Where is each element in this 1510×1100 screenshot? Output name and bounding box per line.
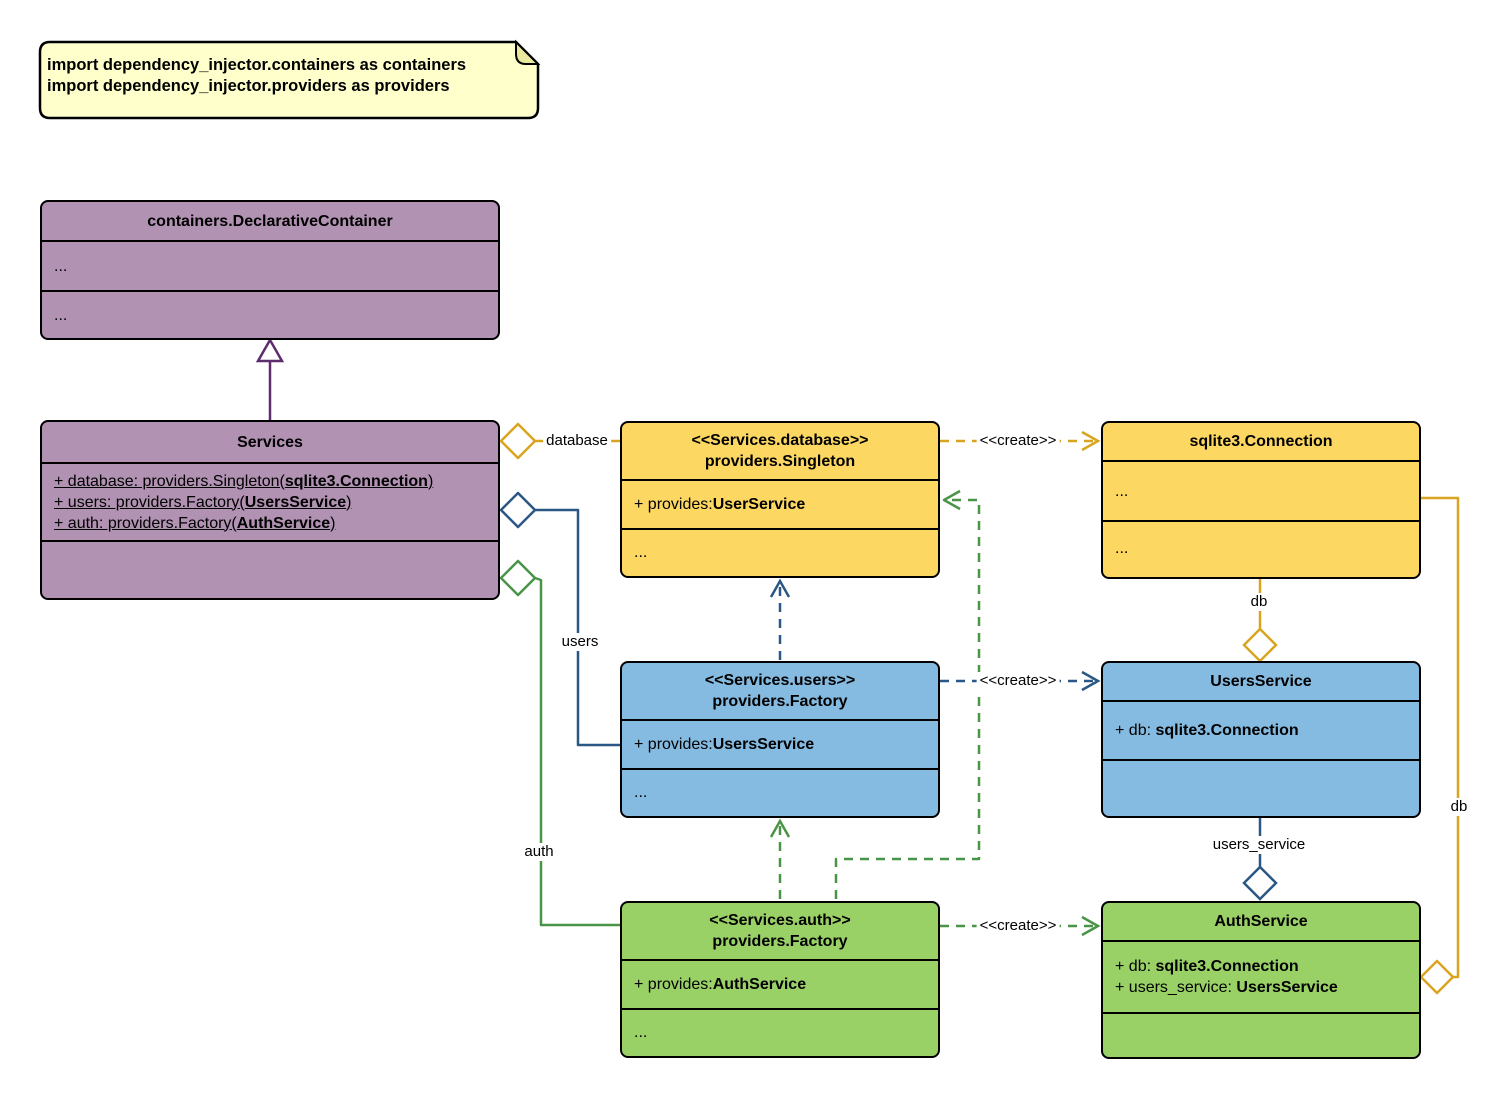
open-arrowhead-icon [1081, 670, 1101, 692]
attribute-users-service: + users_service: UsersService [1115, 979, 1338, 996]
label-create-users: <<create>> [976, 672, 1060, 690]
provides-attribute: + provides: UserService [622, 479, 938, 528]
aggregation-db-authservice [1419, 496, 1460, 995]
attribute-auth: + auth: providers.Factory(AuthService) [54, 514, 336, 532]
attribute-users: + users: providers.Factory(UsersService) [54, 493, 352, 511]
dependency-arrow-auth-factory-singleton [834, 489, 981, 899]
create-arrow-factory-authservice [940, 915, 1101, 937]
aggregation-diamond-icon [1242, 627, 1278, 663]
attribute-database: + database: providers.Singleton(sqlite3.… [54, 472, 434, 490]
create-arrow-singleton-sqlite [940, 430, 1101, 452]
class-title: containers.DeclarativeContainer [147, 212, 393, 230]
class-name: providers.Factory [712, 933, 848, 950]
dependency-arrow-users-factory-singleton [769, 578, 791, 660]
class-usersservice: UsersService + db: sqlite3.Connection [1101, 661, 1421, 818]
class-attributes: + db: sqlite3.Connection [1103, 700, 1419, 759]
class-name: providers.Singleton [704, 453, 856, 470]
class-section: ... [42, 240, 498, 290]
class-section: ... [622, 768, 938, 814]
class-title: AuthService [1214, 913, 1308, 930]
class-title: sqlite3.Connection [1189, 433, 1333, 450]
class-title: Services [237, 433, 303, 451]
open-arrowhead-icon [1081, 915, 1101, 937]
label-users: users [558, 633, 602, 651]
dependency-arrow-auth-factory-users-factory [769, 818, 791, 899]
stereotype: <<Services.database>> [691, 432, 869, 449]
class-attributes: + db: sqlite3.Connection + users_service… [1103, 940, 1419, 1012]
label-auth: auth [521, 843, 557, 861]
class-section: ... [622, 528, 938, 574]
provider-factory-users: <<Services.users>> providers.Factory + p… [620, 661, 940, 818]
class-attributes: + database: providers.Singleton(sqlite3.… [42, 462, 498, 540]
class-section-empty [1103, 759, 1419, 814]
class-authservice: AuthService + db: sqlite3.Connection + u… [1101, 901, 1421, 1059]
class-section: ... [1103, 460, 1419, 520]
open-arrowhead-icon [942, 489, 961, 511]
aggregation-auth [499, 559, 620, 927]
label-users-service: users_service [1209, 836, 1309, 854]
provider-singleton-database: <<Services.database>> providers.Singleto… [620, 421, 940, 578]
class-title: <<Services.database>> providers.Singleto… [622, 423, 938, 479]
stereotype: <<Services.users>> [704, 672, 856, 689]
open-arrowhead-icon [769, 818, 791, 838]
inheritance-triangle-icon [255, 337, 285, 363]
inheritance-arrow-services-declarativecontainer [255, 337, 285, 420]
aggregation-diamond-icon [1419, 959, 1455, 995]
provides-attribute: + provides: AuthService [622, 959, 938, 1008]
class-section: ... [42, 290, 498, 338]
aggregation-users-service-authservice [1242, 818, 1278, 901]
aggregation-diamond-icon [499, 422, 537, 460]
label-create-auth: <<create>> [976, 917, 1060, 935]
aggregation-diamond-icon [1242, 865, 1278, 901]
create-arrow-factory-usersservice [940, 670, 1101, 692]
class-name: providers.Factory [712, 693, 848, 710]
attribute-db: + db: sqlite3.Connection [1115, 958, 1299, 975]
label-database: database [543, 432, 611, 450]
label-create-database: <<create>> [976, 432, 1060, 450]
class-declarativecontainer: containers.DeclarativeContainer ... ... [40, 200, 500, 340]
note-line: import dependency_injector.providers as … [47, 77, 450, 95]
aggregation-diamond-icon [499, 559, 537, 597]
stereotype: <<Services.auth>> [709, 912, 851, 929]
provides-attribute: + provides: UsersService [622, 719, 938, 768]
note-fold-icon [515, 39, 541, 65]
note-shape [38, 39, 541, 120]
aggregation-users [499, 491, 620, 747]
aggregation-diamond-icon [499, 491, 537, 529]
import-note: import dependency_injector.containers as… [40, 40, 557, 97]
class-section: ... [622, 1008, 938, 1054]
aggregation-db-usersservice [1242, 579, 1278, 663]
class-section-empty [42, 540, 498, 598]
note-line: import dependency_injector.containers as… [47, 56, 467, 74]
open-arrowhead-icon [1081, 430, 1101, 452]
class-sqlite3-connection: sqlite3.Connection ... ... [1101, 421, 1421, 579]
class-title: <<Services.auth>> providers.Factory [622, 903, 938, 959]
label-db-top: db [1247, 593, 1271, 611]
class-services: Services + database: providers.Singleton… [40, 420, 500, 600]
class-section-empty [1103, 1012, 1419, 1057]
open-arrowhead-icon [769, 578, 791, 598]
attribute-db: + db: sqlite3.Connection [1115, 722, 1299, 739]
class-section: ... [1103, 520, 1419, 575]
provider-factory-auth: <<Services.auth>> providers.Factory + pr… [620, 901, 940, 1058]
class-title: UsersService [1210, 673, 1312, 690]
label-db-right: db [1447, 798, 1471, 816]
class-title: <<Services.users>> providers.Factory [622, 663, 938, 719]
